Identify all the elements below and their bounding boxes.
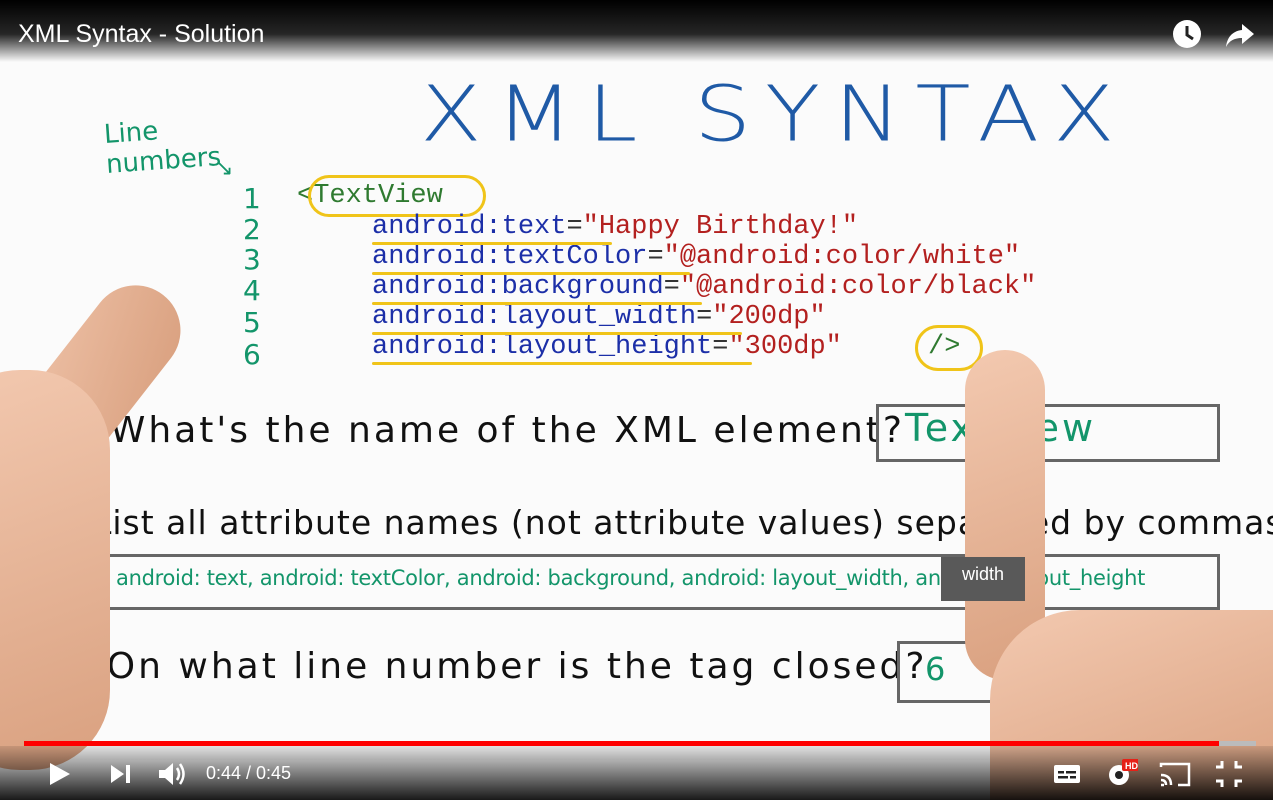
next-icon[interactable] bbox=[104, 757, 138, 791]
watch-later-icon[interactable] bbox=[1171, 18, 1203, 50]
attr-value: "@android:color/white" bbox=[663, 242, 1021, 272]
underline bbox=[372, 242, 612, 245]
attr-eq: = bbox=[663, 272, 680, 302]
attr-value: "200dp" bbox=[712, 302, 826, 332]
answer-box-1 bbox=[876, 404, 1220, 462]
attr-value: "Happy Birthday!" bbox=[582, 212, 859, 242]
control-bar: 0:44 / 0:45 HD bbox=[0, 746, 1273, 800]
video-frame[interactable]: XML SYNTAX Line numbers ↘ 1 2 3 4 5 6 <T… bbox=[0, 40, 1273, 800]
attr-eq: = bbox=[566, 212, 583, 242]
exit-fullscreen-icon[interactable] bbox=[1212, 757, 1246, 791]
underline bbox=[372, 272, 690, 275]
code-line: android:layout_width="200dp" bbox=[372, 302, 826, 332]
question-2: 2. List all attribute names (not attribu… bbox=[48, 503, 1273, 542]
attr-name: android:text bbox=[372, 212, 567, 242]
volume-icon[interactable] bbox=[155, 757, 189, 791]
question-1: 1. What's the name of the XML element? bbox=[55, 410, 905, 451]
attr-value: "300dp" bbox=[728, 332, 842, 362]
attr-name: android:background bbox=[372, 272, 664, 302]
underline bbox=[372, 302, 702, 305]
code-line: android:background="@android:color/black… bbox=[372, 272, 1036, 302]
attr-name: android:layout_height bbox=[372, 332, 713, 362]
top-bar: XML Syntax - Solution bbox=[0, 0, 1273, 62]
arrow-icon: ↘ bbox=[215, 155, 234, 180]
tooltip: width bbox=[941, 557, 1025, 601]
underline bbox=[372, 362, 752, 365]
underline bbox=[372, 332, 742, 335]
progress-played bbox=[24, 741, 1220, 746]
highlight-circle bbox=[915, 325, 983, 371]
code-line: android:text="Happy Birthday!" bbox=[372, 212, 858, 242]
video-title[interactable]: XML Syntax - Solution bbox=[18, 20, 265, 48]
line-number: 4 bbox=[243, 274, 261, 307]
line-number: 3 bbox=[243, 243, 261, 276]
attr-name: android:textColor bbox=[372, 242, 648, 272]
cast-icon[interactable] bbox=[1158, 757, 1192, 791]
hd-badge: HD bbox=[1125, 761, 1138, 771]
time-display: 0:44 / 0:45 bbox=[206, 763, 292, 783]
settings-icon[interactable]: HD bbox=[1104, 757, 1138, 791]
share-icon[interactable] bbox=[1224, 18, 1256, 50]
attr-eq: = bbox=[712, 332, 729, 362]
left-hand-palm bbox=[0, 370, 110, 770]
highlight-circle bbox=[308, 175, 486, 217]
line-number: 2 bbox=[243, 213, 261, 246]
attr-name: android:layout_width bbox=[372, 302, 697, 332]
line-number: 6 bbox=[243, 338, 261, 371]
subtitles-icon[interactable] bbox=[1050, 757, 1084, 791]
answer-3: 6 bbox=[925, 650, 946, 688]
play-icon[interactable] bbox=[42, 757, 76, 791]
attr-eq: = bbox=[696, 302, 713, 332]
code-line: android:layout_height="300dp" bbox=[372, 332, 842, 362]
attr-value: "@android:color/black" bbox=[679, 272, 1037, 302]
question-3: 3. On what line number is the tag closed… bbox=[52, 646, 928, 687]
board-heading: XML SYNTAX bbox=[420, 70, 1129, 160]
line-numbers-note: Line numbers bbox=[103, 112, 222, 180]
attr-eq: = bbox=[647, 242, 664, 272]
line-number: 1 bbox=[243, 182, 261, 215]
line-number: 5 bbox=[243, 306, 261, 339]
progress-bar[interactable] bbox=[24, 741, 1256, 746]
code-line: android:textColor="@android:color/white" bbox=[372, 242, 1020, 272]
